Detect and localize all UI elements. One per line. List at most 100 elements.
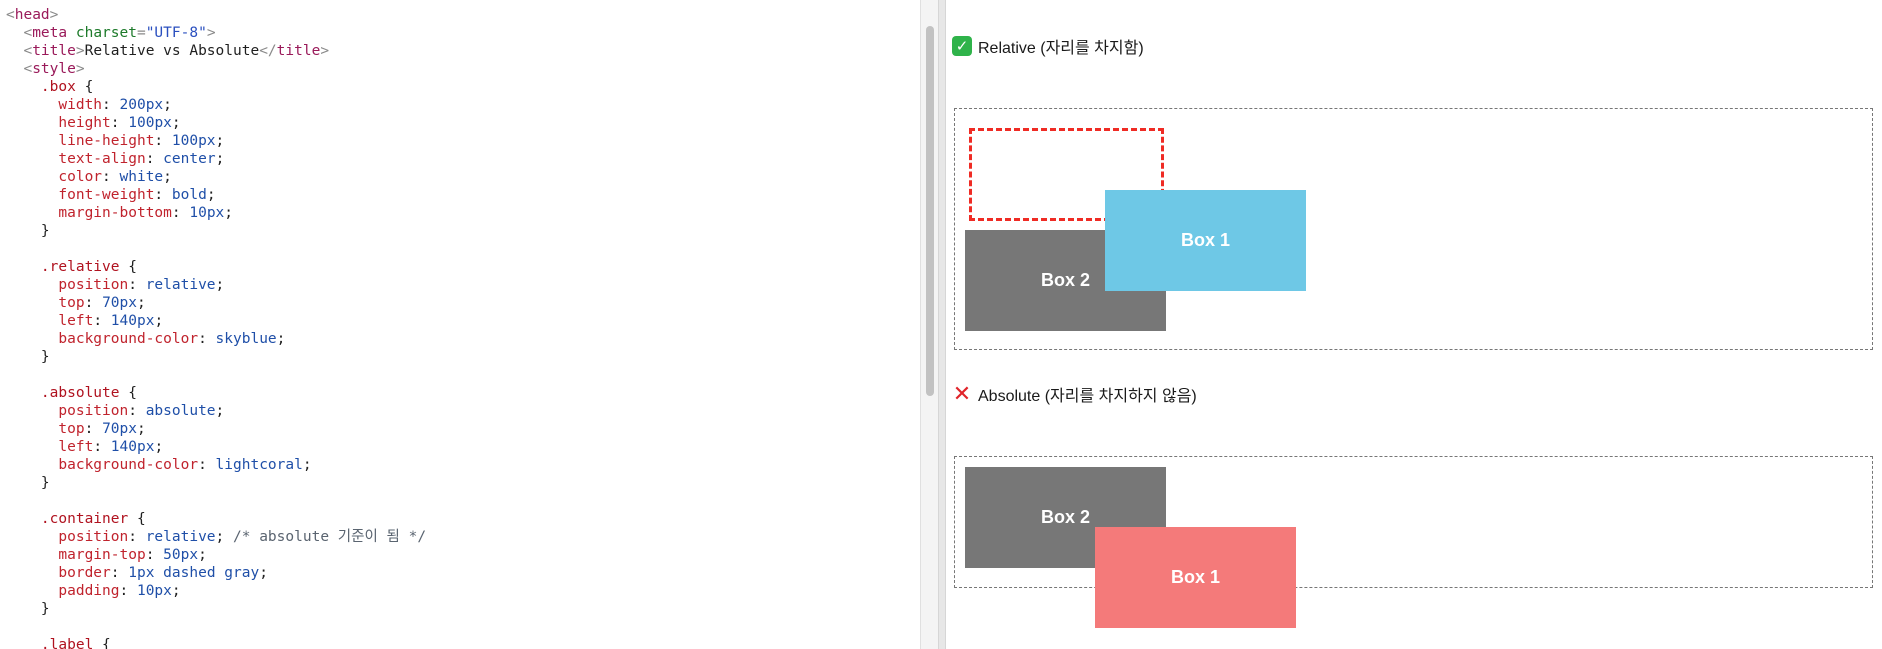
code-token: title [276,43,321,59]
code-line[interactable]: <title>Relative vs Absolute</title> [6,42,426,60]
code-token: } [6,475,50,491]
code-token: position [58,277,129,293]
code-line[interactable] [6,618,426,636]
absolute-label-text: Absolute (자리를 차지하지 않음) [978,388,1197,405]
relative-label: ✓ Relative (자리를 차지함) [952,34,1144,58]
code-line[interactable]: position: relative; [6,276,426,294]
code-token [6,277,58,293]
code-token: text-align [58,151,146,167]
code-token: > [206,25,216,41]
code-token: : [93,439,111,455]
code-line[interactable]: .label { [6,636,426,649]
code-token: 10px [189,205,225,221]
code-token: { [93,637,111,649]
code-token: : [128,529,146,545]
code-token: ; [302,457,312,473]
code-line[interactable]: <style> [6,60,426,78]
code-token: < [23,25,33,41]
code-token: } [6,349,50,365]
code-token: ; [198,547,207,563]
code-line[interactable]: } [6,600,426,618]
code-line[interactable]: background-color: skyblue; [6,330,426,348]
code-token: 100px [171,133,216,149]
pane-divider[interactable] [938,0,946,649]
code-token: ; [171,115,181,131]
code-token: ; [224,205,234,221]
code-token: : [198,457,216,473]
code-token: ; [154,439,164,455]
code-token: line-height [58,133,155,149]
code-line[interactable]: <meta charset="UTF-8"> [6,24,426,42]
code-token: : [154,187,172,203]
code-token: { [119,385,137,401]
code-line[interactable] [6,240,426,258]
code-token: top [58,295,85,311]
code-line[interactable]: } [6,474,426,492]
code-line[interactable]: } [6,348,426,366]
code-line[interactable]: .relative { [6,258,426,276]
code-line[interactable]: <head> [6,6,426,24]
code-token [6,97,58,113]
code-line[interactable]: background-color: lightcoral; [6,456,426,474]
code-line[interactable]: text-align: center; [6,150,426,168]
code-line[interactable]: .box { [6,78,426,96]
code-token: < [23,61,33,77]
code-token [6,187,58,203]
code-token: ; [136,421,146,437]
cross-mark-icon: ✕ [952,381,972,407]
code-line[interactable]: width: 200px; [6,96,426,114]
code-line[interactable]: margin-bottom: 10px; [6,204,426,222]
code-line[interactable]: left: 140px; [6,438,426,456]
code-token: white [119,169,164,185]
code-token [6,115,58,131]
code-line[interactable]: line-height: 100px; [6,132,426,150]
code-token: 10px [136,583,172,599]
code-token: : [128,403,146,419]
preview-pane: ✓ Relative (자리를 차지함) Box 2 Box 1 ✕ Absol… [946,0,1882,649]
code-token [6,205,58,221]
code-token [6,331,58,347]
code-token: center [163,151,216,167]
code-line[interactable]: border: 1px dashed gray; [6,564,426,582]
code-line[interactable]: .container { [6,510,426,528]
code-line[interactable]: height: 100px; [6,114,426,132]
code-line[interactable] [6,492,426,510]
code-line[interactable]: color: white; [6,168,426,186]
code-line[interactable]: left: 140px; [6,312,426,330]
code-token: 200px [119,97,164,113]
code-line[interactable]: position: absolute; [6,402,426,420]
code-token: 100px [128,115,172,131]
code-token [6,295,58,311]
code-token [6,529,58,545]
code-token: relative [145,529,216,545]
code-token: : [128,277,146,293]
code-line[interactable]: padding: 10px; [6,582,426,600]
absolute-box-1-label: Box 1 [1170,567,1221,587]
code-token: : [110,115,129,131]
code-token: left [58,313,94,329]
code-line[interactable]: top: 70px; [6,294,426,312]
code-line[interactable]: margin-top: 50px; [6,546,426,564]
relative-label-text: Relative (자리를 차지함) [978,40,1144,57]
code-line[interactable]: .absolute { [6,384,426,402]
code-token: : [84,421,103,437]
code-token: top [58,421,85,437]
code-line[interactable]: font-weight: bold; [6,186,426,204]
relative-box-1-label: Box 1 [1180,230,1231,250]
code-line[interactable]: position: relative; /* absolute 기준이 됨 */ [6,528,426,546]
code-editor[interactable]: <head> <meta charset="UTF-8"> <title>Rel… [0,0,920,649]
editor-scroll-thumb[interactable] [926,26,934,396]
code-token: 140px [110,313,155,329]
code-token [6,457,58,473]
code-content[interactable]: <head> <meta charset="UTF-8"> <title>Rel… [6,6,426,649]
code-line[interactable]: } [6,222,426,240]
code-token: > [49,7,59,23]
code-line[interactable]: top: 70px; [6,420,426,438]
code-line[interactable] [6,366,426,384]
code-token: lightcoral [215,457,303,473]
absolute-label: ✕ Absolute (자리를 차지하지 않음) [952,381,1197,407]
editor-scrollbar[interactable] [920,0,938,649]
code-token [6,133,58,149]
code-token: margin-bottom [58,205,172,221]
code-token: background-color [58,457,199,473]
